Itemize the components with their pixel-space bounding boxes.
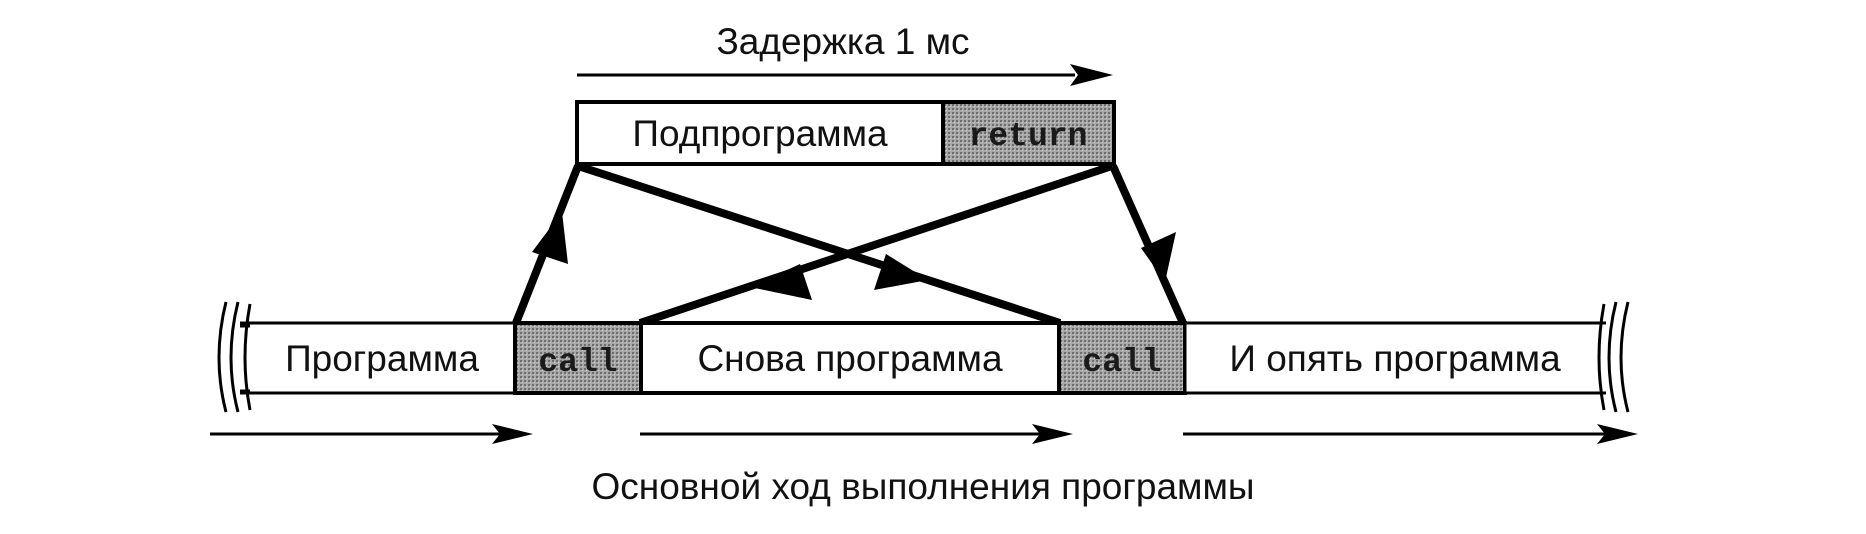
right-break-mark [1597, 301, 1630, 413]
subroutine-label: Подпрограмма [632, 113, 888, 154]
call1-arrowhead [532, 212, 568, 264]
return-box [941, 100, 1116, 166]
left-break-mark [217, 301, 252, 413]
yet-again-label: И опять программа [1229, 338, 1561, 379]
call2-to-subroutine-line [576, 162, 1062, 327]
return-label: return [969, 118, 1088, 155]
return2-arrowhead [1141, 232, 1176, 282]
call2-label: call [1082, 344, 1161, 381]
call2-arrowhead [874, 254, 928, 290]
call1-label: call [538, 344, 617, 381]
yet-again-box [1185, 323, 1606, 393]
return-to-yet-again-line [1109, 164, 1187, 325]
program-strip: Программа call Снова программа call И оп… [217, 301, 1630, 413]
main-flow-label: Основной ход выполнения программы [591, 466, 1254, 507]
return-to-again-line [638, 162, 1114, 327]
program-box [250, 323, 515, 393]
control-flow-arrows [512, 162, 1187, 327]
return1-arrowhead [750, 264, 812, 300]
program-label: Программа [285, 338, 479, 379]
main-flow-arrows [210, 424, 1638, 444]
delay-label: Задержка 1 мс [716, 21, 969, 62]
again-label: Снова программа [697, 338, 1003, 379]
delay-arrow [577, 64, 1113, 86]
call2-box [1057, 321, 1187, 395]
